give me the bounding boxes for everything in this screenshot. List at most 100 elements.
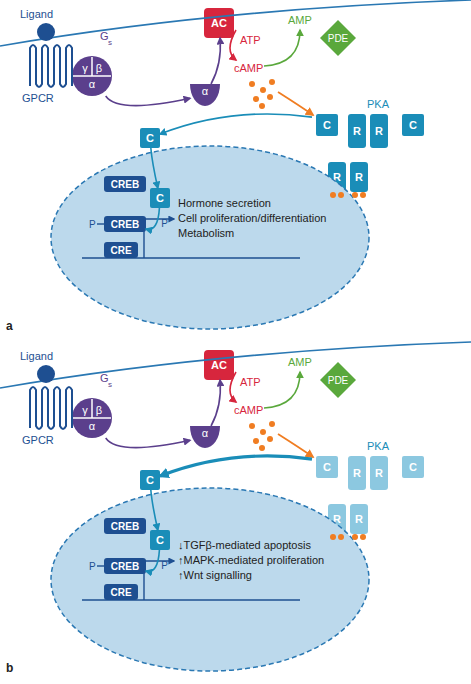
signal-arrow (151, 148, 158, 188)
pka-complex: PKACRRC (312, 98, 440, 154)
node-text: R (350, 504, 368, 534)
signal-arrow (146, 550, 159, 571)
node-text: CREB (104, 216, 146, 232)
node-text: CREB (104, 558, 146, 574)
molecule-label: cAMP (234, 62, 263, 75)
node-text: α (190, 85, 220, 98)
creb-box: CREB (104, 518, 146, 534)
node-text: α (190, 427, 220, 440)
signal-arrow (160, 114, 312, 134)
panel-letter: b (6, 662, 13, 675)
subscript: s (108, 36, 112, 49)
edge-label: P (161, 217, 168, 230)
dna-line (82, 257, 300, 259)
molecule-label: cAMP (234, 404, 263, 417)
receptor-label: GPCR (22, 434, 54, 447)
creb-box: CREB (104, 176, 146, 192)
g-protein: γβα (72, 398, 112, 438)
catalytic-subunit: C (140, 128, 160, 148)
node-text: CRE (104, 584, 138, 600)
g-protein-label: G (100, 372, 109, 385)
ligand-label: Ligand (20, 8, 53, 21)
receptor-label: GPCR (22, 92, 54, 105)
pde-arrow (264, 30, 300, 66)
atp-arrow (230, 30, 236, 60)
enzyme-box: AC (204, 8, 234, 38)
catalytic-subunit: C (150, 188, 170, 208)
signal-arrow (211, 38, 220, 84)
node-text: CRE (104, 242, 138, 258)
enzyme-box: AC (204, 350, 234, 380)
molecule-label: AMP (288, 14, 312, 27)
alpha-subunit: α (190, 426, 220, 448)
regulatory-subunit: R (370, 456, 388, 490)
node-text: ↓TGFβ-mediated apoptosis (178, 539, 368, 552)
signal-arrow (106, 438, 190, 448)
ligand-label: Ligand (20, 350, 53, 363)
panel-art (0, 0, 471, 258)
cre-box: CRE (104, 584, 138, 600)
panel-letter: a (6, 320, 13, 333)
node-text: C (402, 114, 424, 136)
g-protein-label: G (100, 30, 109, 43)
node-text: C (316, 114, 338, 136)
node-text: PKA (348, 440, 408, 453)
node-text: ↑MAPK-mediated proliferation (178, 554, 368, 567)
node-text: R (350, 162, 368, 192)
alpha-subunit: α (190, 84, 220, 106)
signal-arrow (146, 208, 159, 229)
bound-camp-dots (330, 192, 366, 198)
creb-box: CREB (104, 558, 146, 574)
decision-diamond: PDE (320, 362, 356, 398)
ligand-circle (37, 23, 55, 41)
signal-arrow (106, 96, 190, 106)
cre-box: CRE (104, 242, 138, 258)
node-text: R (370, 114, 388, 148)
catalytic-subunit: C (402, 456, 424, 478)
regulatory-subunit: R (350, 162, 368, 192)
signal-arrow (211, 380, 220, 426)
creb-box: CREB (104, 216, 146, 232)
camp-dots (249, 79, 275, 109)
node-text: PKA (348, 98, 408, 111)
node-text: C (316, 456, 338, 478)
cell-membrane (0, 0, 471, 46)
node-text: C (140, 128, 160, 148)
node-text: γ (79, 62, 91, 75)
catalytic-subunit: C (140, 470, 160, 490)
catalytic-subunit: C (150, 530, 170, 550)
gpcr-symbol (30, 45, 72, 87)
signal-arrow (160, 456, 312, 476)
phospho-label: P (89, 218, 96, 231)
node-text: R (370, 456, 388, 490)
node-text: R (348, 456, 366, 490)
node-text: Cell proliferation/differentiation (178, 212, 368, 225)
camp-arrow (278, 92, 313, 115)
regulatory-subunit: R (348, 456, 366, 490)
node-text: AC (204, 350, 234, 380)
molecule-label: ATP (240, 34, 261, 47)
subscript: s (108, 378, 112, 391)
phospho-label: P (89, 560, 96, 573)
node-text: C (402, 456, 424, 478)
node-text: R (348, 114, 366, 148)
node-text: C (150, 188, 170, 208)
node-text: PDE (320, 362, 356, 398)
catalytic-subunit: C (316, 456, 338, 478)
catalytic-subunit: C (316, 114, 338, 136)
node-text: β (93, 404, 105, 417)
nucleus: Hormone secretionCell proliferation/diff… (50, 145, 370, 330)
edge-label: P (161, 559, 168, 572)
transcription-arrow (144, 219, 174, 258)
node-text: CREB (104, 518, 146, 534)
regulatory-subunit: R (370, 114, 388, 148)
node-text: α (86, 78, 98, 91)
node-text: AC (204, 8, 234, 38)
molecule-label: ATP (240, 376, 261, 389)
regulatory-subunit: R (348, 114, 366, 148)
catalytic-subunit: C (402, 114, 424, 136)
regulatory-subunit: R (350, 504, 368, 534)
